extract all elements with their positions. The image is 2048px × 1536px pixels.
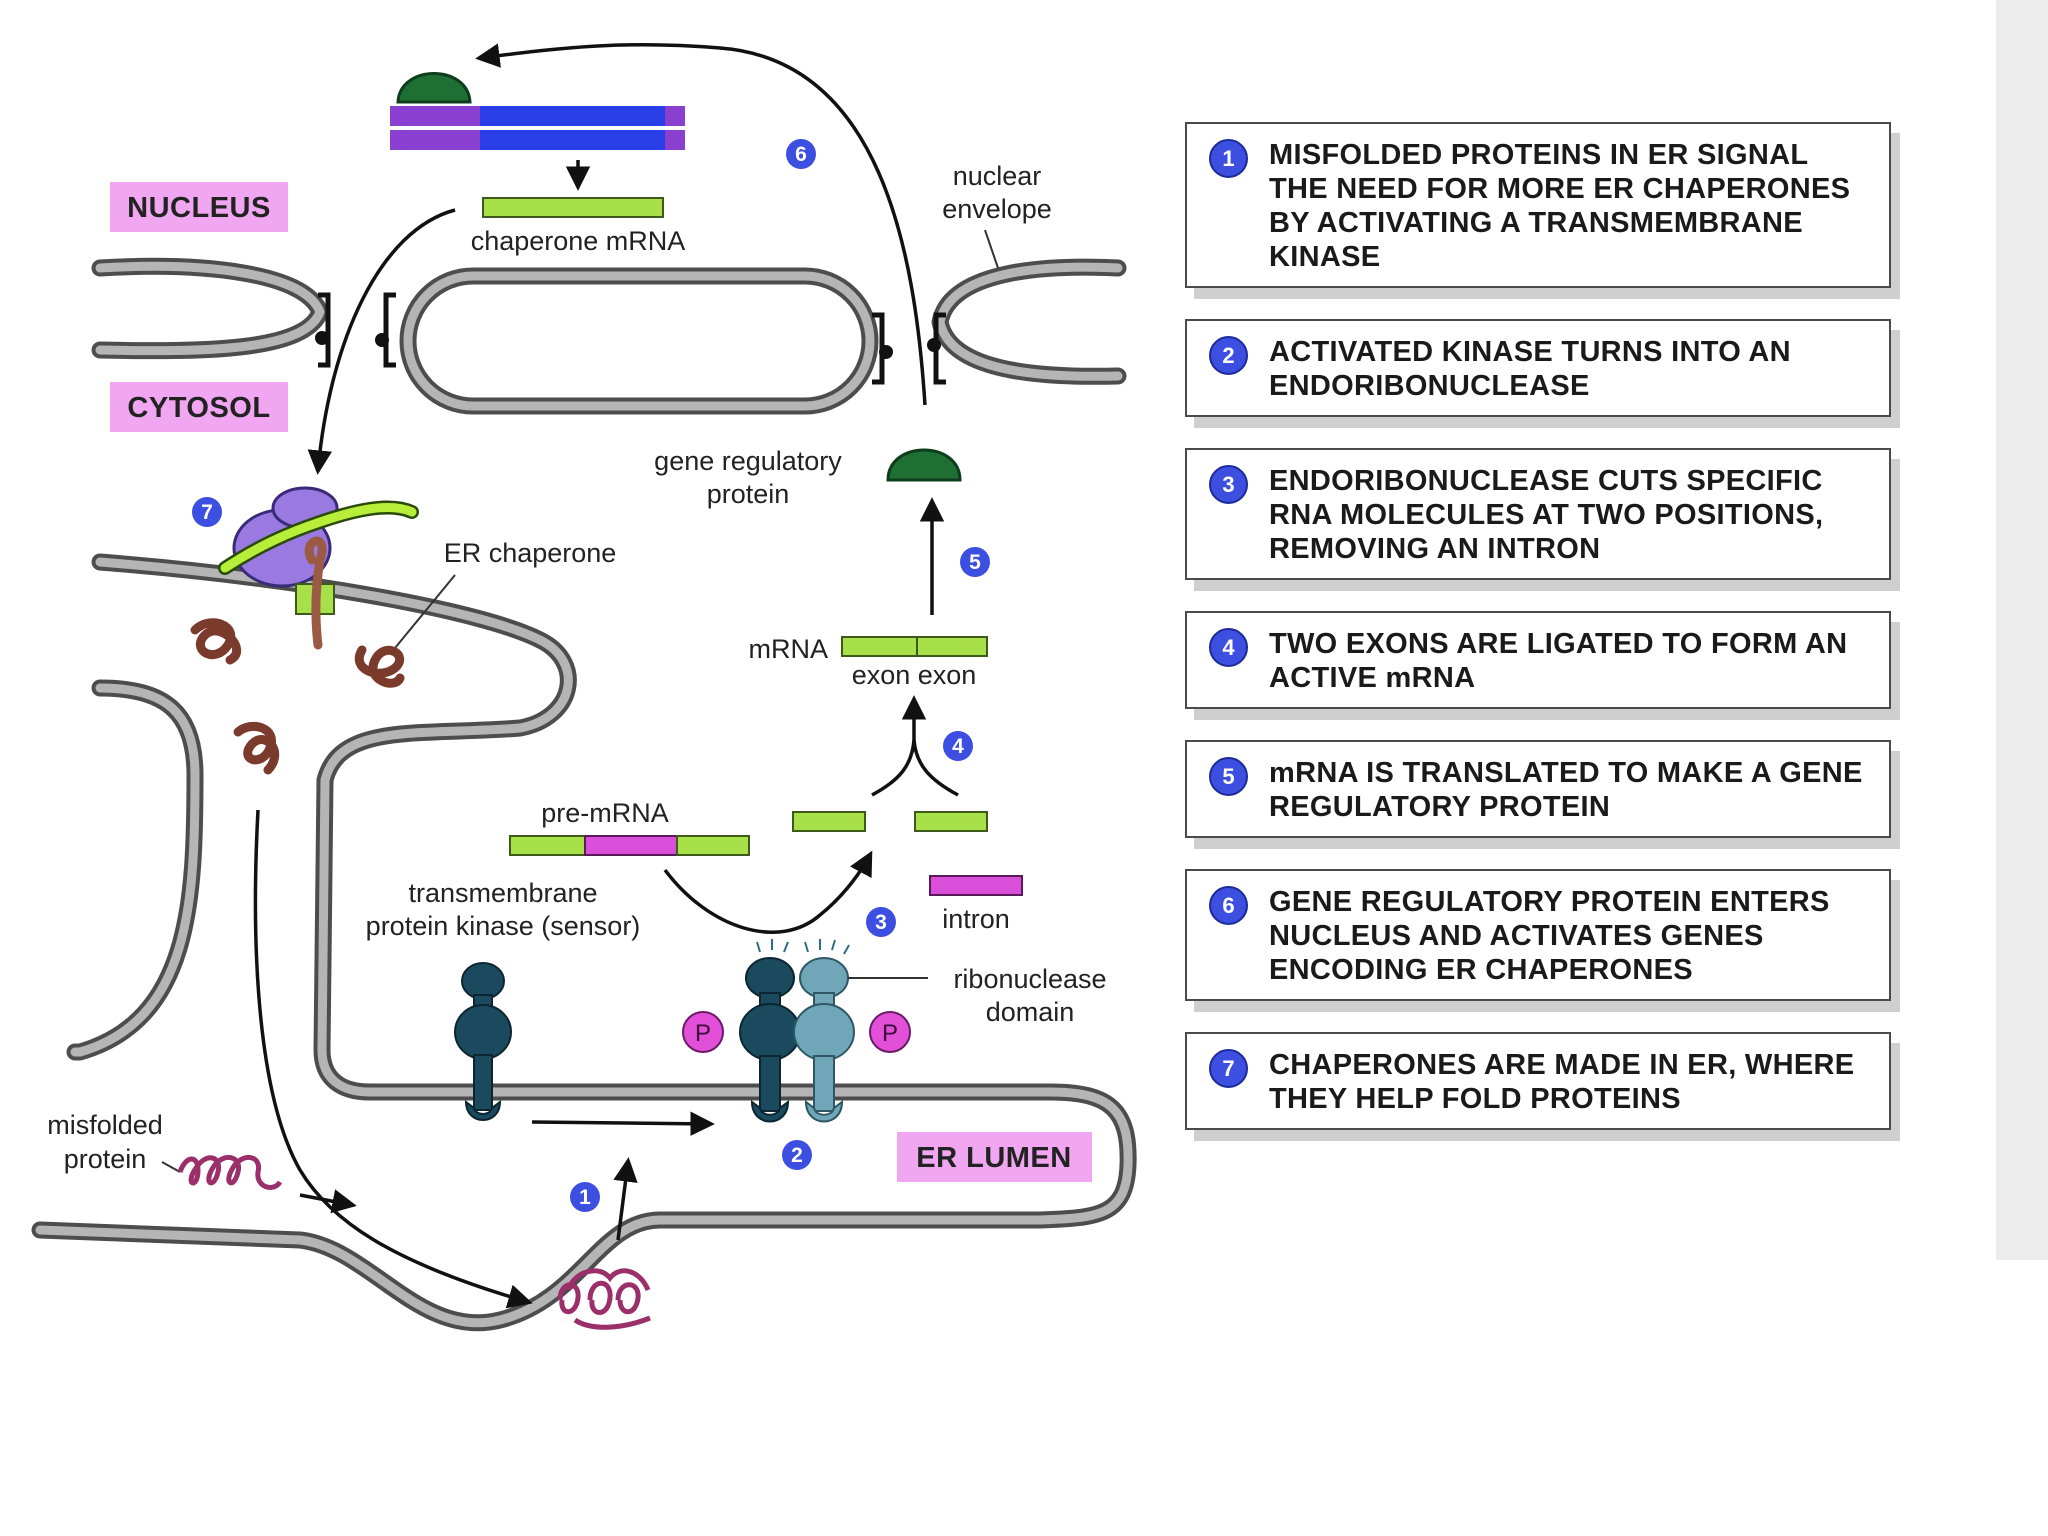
er-lumen-label-box: ER LUMEN bbox=[897, 1132, 1092, 1182]
exon-exon-label: exon exon bbox=[852, 660, 977, 690]
gene-regulatory-protein-label-1: gene regulatory bbox=[654, 446, 842, 476]
phosphate-right: P bbox=[869, 1011, 911, 1053]
gene-regulatory-protein-on-dna bbox=[396, 72, 472, 104]
cytosol-label: CYTOSOL bbox=[127, 392, 270, 424]
step-number-4: 4 bbox=[1209, 628, 1248, 667]
step-box-7: 7 CHAPERONES ARE MADE IN ER, WHERE THEY … bbox=[1185, 1032, 1891, 1130]
cut-exon-1 bbox=[792, 811, 866, 832]
pre-mrna-intron bbox=[584, 835, 678, 856]
nuclear-envelope-label-1: nuclear bbox=[953, 161, 1042, 191]
svg-text:4: 4 bbox=[952, 735, 964, 758]
misfolded-protein bbox=[177, 1155, 283, 1190]
er-lumen-label: ER LUMEN bbox=[916, 1142, 1071, 1174]
pre-mrna-exon-1 bbox=[509, 835, 586, 856]
step-text-6: GENE REGULATORY PROTEIN ENTERS NUCLEUS A… bbox=[1269, 886, 1830, 986]
step-box-4: 4 TWO EXONS ARE LIGATED TO FORM AN ACTIV… bbox=[1185, 611, 1891, 709]
svg-text:3: 3 bbox=[875, 911, 887, 934]
svg-text:P: P bbox=[695, 1020, 711, 1047]
gene-regulatory-protein bbox=[886, 448, 962, 482]
ribosome-translating-chaperone bbox=[218, 486, 419, 650]
mrna-exon-1 bbox=[841, 636, 918, 657]
er-chaperone-proteins bbox=[190, 618, 405, 775]
step-marker-4: 4 bbox=[943, 731, 973, 761]
step-marker-1: 1 bbox=[570, 1182, 600, 1212]
sensor-label-2: protein kinase (sensor) bbox=[366, 911, 641, 941]
cut-exon-2 bbox=[914, 811, 988, 832]
step-number-1: 1 bbox=[1209, 139, 1248, 178]
svg-text:1: 1 bbox=[579, 1186, 591, 1209]
step-text-3: ENDORIBONUCLEASE CUTS SPECIFIC RNA MOLEC… bbox=[1269, 465, 1824, 565]
step-text-7: CHAPERONES ARE MADE IN ER, WHERE THEY HE… bbox=[1269, 1049, 1855, 1115]
svg-text:7: 7 bbox=[201, 501, 213, 524]
svg-text:5: 5 bbox=[969, 551, 981, 574]
gene-regulatory-protein-label-2: protein bbox=[707, 479, 790, 509]
step-marker-2: 2 bbox=[782, 1140, 812, 1170]
er-chaperone-label: ER chaperone bbox=[444, 538, 617, 568]
step-marker-5: 5 bbox=[960, 547, 990, 577]
pre-mrna-exon-2 bbox=[676, 835, 750, 856]
misfolded-label-2: protein bbox=[64, 1144, 147, 1174]
nuclear-envelope-label-2: envelope bbox=[942, 194, 1052, 224]
step-marker-6: 6 bbox=[786, 139, 816, 169]
mrna-label: mRNA bbox=[749, 634, 829, 664]
step-text-2: ACTIVATED KINASE TURNS INTO AN ENDORIBON… bbox=[1269, 336, 1791, 402]
step-number-7: 7 bbox=[1209, 1049, 1248, 1088]
inactive-kinase-sensor bbox=[454, 962, 512, 1121]
step-number-2: 2 bbox=[1209, 336, 1248, 375]
step-number-5: 5 bbox=[1209, 757, 1248, 796]
step-box-6: 6 GENE REGULATORY PROTEIN ENTERS NUCLEUS… bbox=[1185, 869, 1891, 1001]
nuclear-pore-left bbox=[315, 292, 396, 368]
svg-text:P: P bbox=[882, 1020, 898, 1047]
step-box-3: 3 ENDORIBONUCLEASE CUTS SPECIFIC RNA MOL… bbox=[1185, 448, 1891, 580]
sensor-label-1: transmembrane bbox=[408, 878, 597, 908]
mrna-exon-2 bbox=[916, 636, 988, 657]
step-text-5: mRNA IS TRANSLATED TO MAKE A GENE REGULA… bbox=[1269, 757, 1863, 823]
intron-label: intron bbox=[942, 904, 1010, 934]
chaperone-mrna-label: chaperone mRNA bbox=[471, 226, 686, 256]
nucleus-label-box: NUCLEUS bbox=[110, 182, 288, 232]
phosphate-left: P bbox=[682, 1011, 724, 1053]
nuclear-pore-right bbox=[872, 312, 946, 385]
step-text-4: TWO EXONS ARE LIGATED TO FORM AN ACTIVE … bbox=[1269, 628, 1848, 694]
ribonuclease-label-1: ribonuclease bbox=[953, 964, 1106, 994]
nuclear-envelope bbox=[91, 257, 1127, 415]
step-number-3: 3 bbox=[1209, 465, 1248, 504]
nucleus-label: NUCLEUS bbox=[127, 192, 271, 224]
cytosol-label-box: CYTOSOL bbox=[110, 382, 288, 432]
step-number-6: 6 bbox=[1209, 886, 1248, 925]
step-text-1: MISFOLDED PROTEINS IN ER SIGNAL THE NEED… bbox=[1269, 139, 1851, 273]
step-legend: 1 MISFOLDED PROTEINS IN ER SIGNAL THE NE… bbox=[1185, 122, 1891, 1161]
misfolded-label-1: misfolded bbox=[47, 1110, 163, 1140]
chaperone-gene-dna bbox=[390, 106, 685, 150]
ribonuclease-label-2: domain bbox=[986, 997, 1075, 1027]
svg-text:2: 2 bbox=[791, 1144, 803, 1167]
step-box-5: 5 mRNA IS TRANSLATED TO MAKE A GENE REGU… bbox=[1185, 740, 1891, 838]
step-box-2: 2 ACTIVATED KINASE TURNS INTO AN ENDORIB… bbox=[1185, 319, 1891, 417]
step-box-1: 1 MISFOLDED PROTEINS IN ER SIGNAL THE NE… bbox=[1185, 122, 1891, 288]
svg-text:6: 6 bbox=[795, 143, 807, 166]
excised-intron bbox=[929, 875, 1023, 896]
protein-aggregate bbox=[557, 1268, 651, 1330]
pre-mrna-label: pre-mRNA bbox=[541, 798, 669, 828]
chaperone-mrna-bar bbox=[482, 197, 664, 218]
er-membrane bbox=[31, 553, 1137, 1332]
step-marker-7: 7 bbox=[192, 497, 222, 527]
step-marker-3: 3 bbox=[866, 907, 896, 937]
page-edge-shadow bbox=[1996, 0, 2048, 1260]
activated-kinase-dimer: P P bbox=[682, 939, 911, 1123]
